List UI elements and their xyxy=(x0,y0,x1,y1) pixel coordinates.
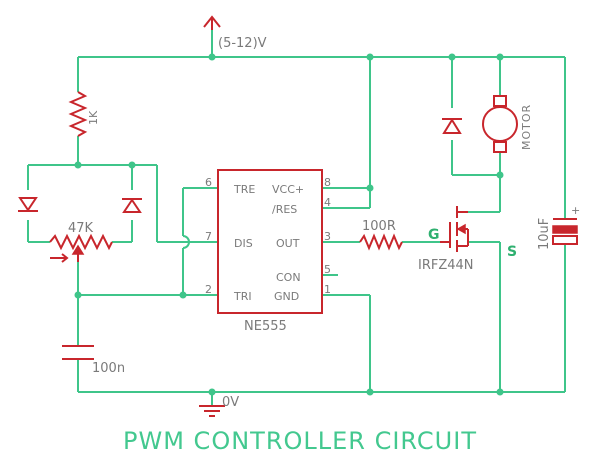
ic-pin-num-6: 6 xyxy=(205,176,212,189)
supply-arrow-icon xyxy=(203,15,221,30)
supply-label: (5-12)V xyxy=(218,36,267,51)
ic-pin-num-8: 8 xyxy=(324,176,331,189)
junction-dots xyxy=(74,53,504,396)
ground-label: 0V xyxy=(222,395,239,410)
resistor-100r-label: 100R xyxy=(362,219,396,234)
resistor-100r-icon xyxy=(359,233,403,251)
wires xyxy=(27,28,566,406)
ic-pin-num-1: 1 xyxy=(324,283,331,296)
diode-left-icon xyxy=(18,197,38,212)
mosfet-source-label: S xyxy=(507,244,517,260)
resistor-1k-label: 1K xyxy=(87,110,100,125)
ic-pin-label-dis: DIS xyxy=(234,237,253,250)
motor-icon xyxy=(482,95,518,153)
ic-pin-num-4: 4 xyxy=(324,196,331,209)
ic-pin-num-2: 2 xyxy=(205,283,212,296)
capacitor-timing-icon xyxy=(62,345,94,360)
diagram-title: PWM CONTROLLER CIRCUIT xyxy=(123,427,477,455)
potentiometer-icon xyxy=(49,233,113,263)
ic-pin-label-tre: TRE xyxy=(233,183,255,196)
capacitor-bulk-icon xyxy=(552,218,578,245)
mosfet-icon xyxy=(440,206,469,252)
ic-pin-label-vcc: VCC+ xyxy=(272,183,304,196)
mosfet-gate-label: G xyxy=(428,227,440,243)
capacitor-bulk-label: 10uF xyxy=(537,218,552,250)
ic-pin-label-con: CON xyxy=(276,271,301,284)
potentiometer-label: 47K xyxy=(68,221,94,236)
ic-name: NE555 xyxy=(244,319,287,334)
diode-flyback-icon xyxy=(442,118,462,134)
mosfet-part-label: IRFZ44N xyxy=(418,258,474,273)
capacitor-bulk-polarity: + xyxy=(571,204,580,217)
ic-pin-label-tri: TRI xyxy=(233,290,252,303)
ic-pin-label-gnd: GND xyxy=(274,290,299,303)
ic-pin-num-3: 3 xyxy=(324,230,331,243)
ic-pin-num-7: 7 xyxy=(205,230,212,243)
diode-right-icon xyxy=(122,198,142,213)
ic-pin-label-res: /RES xyxy=(272,203,297,216)
capacitor-timing-label: 100n xyxy=(92,361,125,376)
ic-pin-label-out: OUT xyxy=(276,237,300,250)
ic-ne555 xyxy=(217,169,323,314)
ground-icon xyxy=(199,405,225,417)
motor-label: MOTOR xyxy=(520,104,533,150)
resistor-1k-icon xyxy=(68,91,88,137)
ic-pin-num-5: 5 xyxy=(324,263,331,276)
